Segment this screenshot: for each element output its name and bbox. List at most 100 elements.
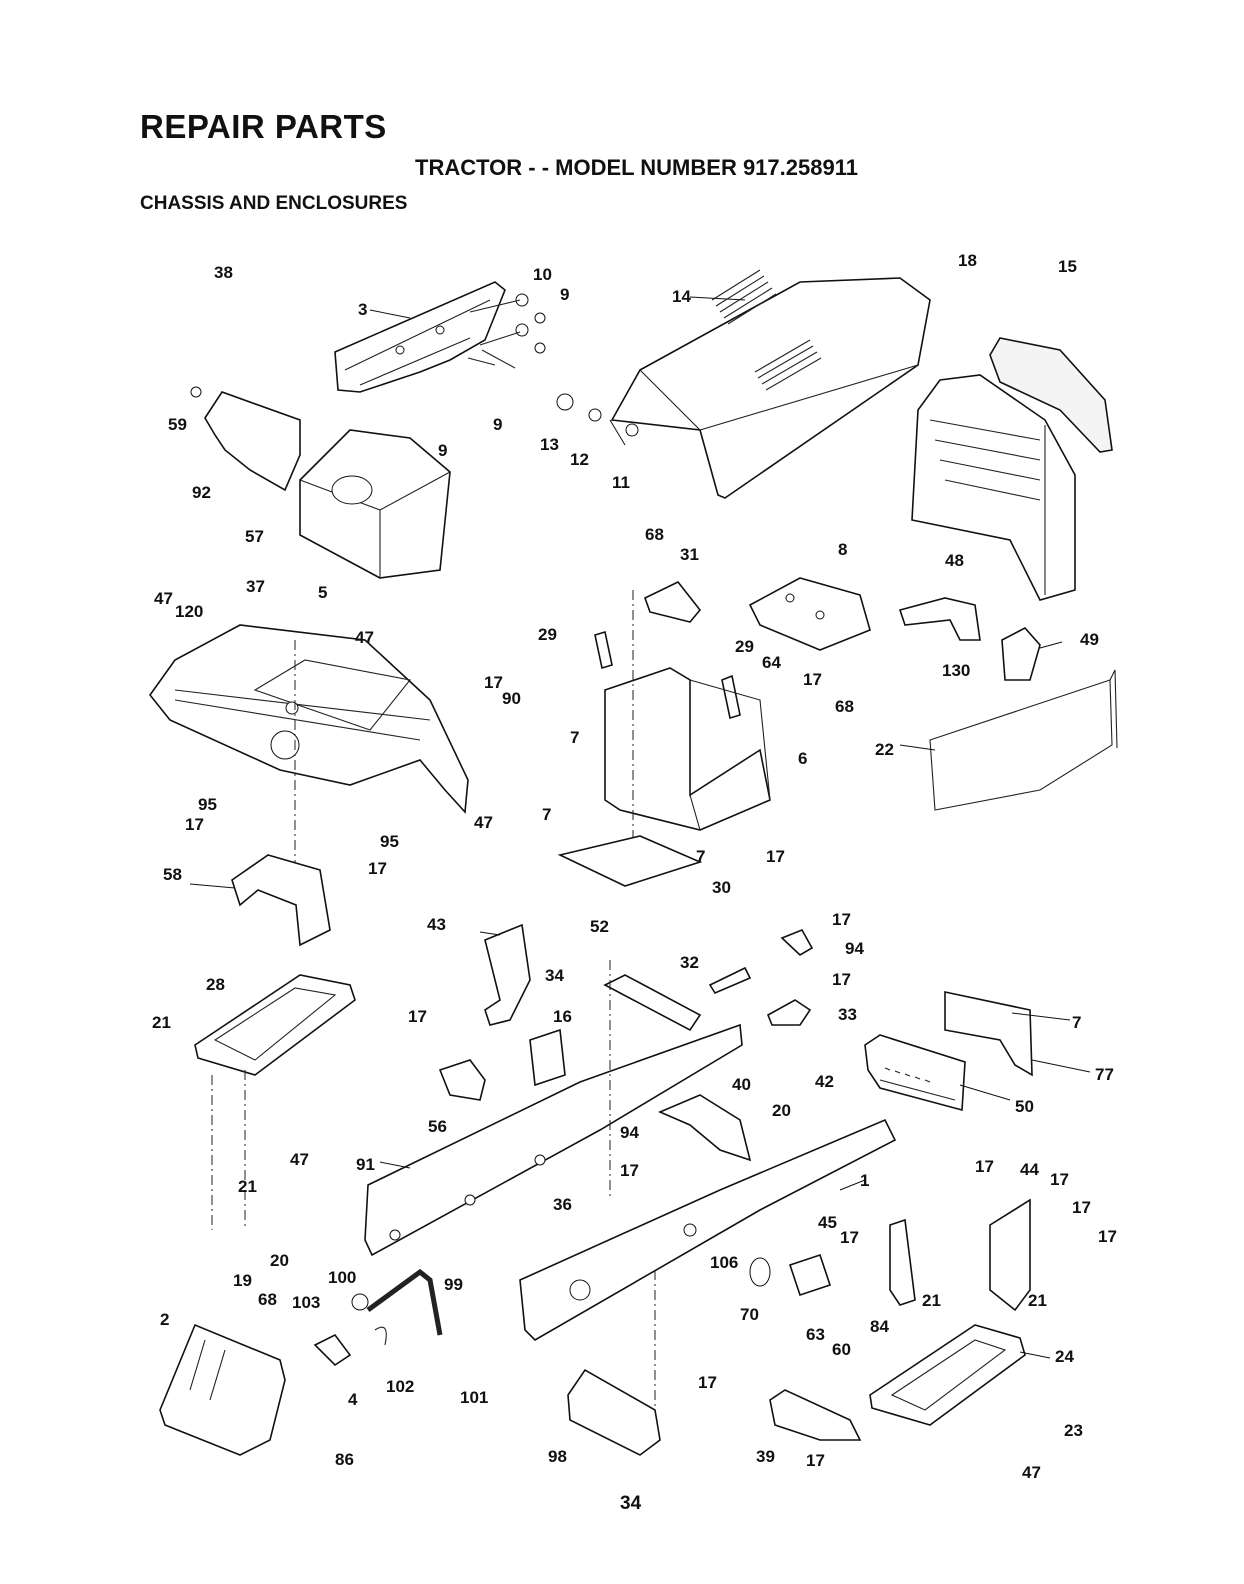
callout: 94 bbox=[845, 939, 864, 958]
callout: 17 bbox=[975, 1157, 994, 1176]
callout: 36 bbox=[553, 1195, 572, 1214]
part-right-frame-rail bbox=[519, 1118, 897, 1341]
callout: 1 bbox=[860, 1171, 869, 1190]
callout: 56 bbox=[428, 1117, 447, 1136]
callout: 94 bbox=[620, 1123, 639, 1142]
callout: 37 bbox=[246, 577, 265, 596]
part-footrest-right bbox=[869, 1324, 1026, 1426]
callout: 86 bbox=[335, 1450, 354, 1469]
callout: 33 bbox=[838, 1005, 857, 1024]
callout: 90 bbox=[502, 689, 521, 708]
callout: 95 bbox=[198, 795, 217, 814]
part-pin-70 bbox=[749, 1257, 771, 1287]
callout: 3 bbox=[358, 300, 367, 319]
part-bracket-44 bbox=[989, 1198, 1031, 1312]
callout: 102 bbox=[386, 1377, 414, 1396]
callout: 58 bbox=[163, 865, 182, 884]
callout: 13 bbox=[540, 435, 559, 454]
part-bracket-48 bbox=[898, 597, 981, 641]
callout: 50 bbox=[1015, 1097, 1034, 1116]
part-bracket-32 bbox=[708, 966, 752, 995]
callout: 70 bbox=[740, 1305, 759, 1324]
callout: 21 bbox=[1028, 1291, 1047, 1310]
callout: 106 bbox=[710, 1253, 738, 1272]
callout: 17 bbox=[620, 1161, 639, 1180]
callout: 17 bbox=[806, 1451, 825, 1470]
part-lever-99 bbox=[366, 1268, 443, 1336]
part-bracket-34 bbox=[603, 974, 702, 1032]
callout: 8 bbox=[838, 540, 847, 559]
callout: 10 bbox=[533, 265, 552, 284]
callout: 99 bbox=[444, 1275, 463, 1294]
callout: 28 bbox=[206, 975, 225, 994]
leader-lines bbox=[189, 296, 1091, 1359]
callout: 11 bbox=[612, 473, 630, 492]
callout: 84 bbox=[870, 1317, 889, 1336]
part-knob-100 bbox=[351, 1293, 369, 1311]
callout: 17 bbox=[1072, 1198, 1091, 1217]
callout: 32 bbox=[680, 953, 699, 972]
callout: 68 bbox=[258, 1290, 277, 1309]
callout: 17 bbox=[408, 1007, 427, 1026]
part-floor-plate bbox=[557, 835, 703, 887]
callout: 59 bbox=[168, 415, 187, 434]
part-bracket-40 bbox=[657, 1094, 752, 1162]
page-number: 34 bbox=[620, 1493, 642, 1514]
part-plate-77 bbox=[944, 991, 1033, 1077]
callout: 17 bbox=[766, 847, 785, 866]
callout: 23 bbox=[1064, 1421, 1083, 1440]
callout: 49 bbox=[1080, 630, 1099, 649]
callout: 12 bbox=[570, 450, 589, 469]
part-side-panel bbox=[929, 669, 1118, 811]
callout: 17 bbox=[803, 670, 822, 689]
part-mount-plate-8 bbox=[748, 577, 871, 651]
callout: 9 bbox=[438, 441, 447, 460]
callout: 17 bbox=[840, 1228, 859, 1247]
callout: 48 bbox=[945, 551, 964, 570]
part-fasteners-9-10 bbox=[467, 293, 546, 369]
callout: 120 bbox=[175, 602, 203, 621]
callout: 42 bbox=[815, 1072, 834, 1091]
callout-labels: 10 9 3 14 18 15 38 59 92 57 5 9 9 13 12 … bbox=[152, 251, 1117, 1482]
callout: 101 bbox=[460, 1388, 488, 1407]
part-fender bbox=[148, 624, 469, 814]
callout: 92 bbox=[192, 483, 211, 502]
callout: 2 bbox=[160, 1310, 169, 1329]
callout: 20 bbox=[270, 1251, 289, 1270]
callout: 40 bbox=[732, 1075, 751, 1094]
part-grille-housing bbox=[911, 374, 1076, 601]
part-console-box bbox=[604, 667, 771, 831]
part-bracket-49 bbox=[1001, 627, 1041, 681]
callout: 63 bbox=[806, 1325, 825, 1344]
callout: 91 bbox=[356, 1155, 375, 1174]
part-hood bbox=[609, 269, 931, 499]
callout: 17 bbox=[1050, 1170, 1069, 1189]
part-bracket-31 bbox=[644, 580, 702, 623]
part-bracket-39 bbox=[769, 1389, 862, 1441]
callout: 130 bbox=[942, 661, 970, 680]
callout: 9 bbox=[560, 285, 569, 304]
callout: 45 bbox=[818, 1213, 837, 1232]
part-front-plate bbox=[159, 1323, 286, 1456]
part-clip-11 bbox=[625, 423, 639, 437]
callout: 47 bbox=[290, 1150, 309, 1169]
callout: 47 bbox=[1022, 1463, 1041, 1482]
callout: 43 bbox=[427, 915, 446, 934]
part-bracket-84 bbox=[889, 1218, 916, 1306]
callout: 17 bbox=[698, 1373, 717, 1392]
part-bracket-50 bbox=[864, 1034, 966, 1112]
part-dash-panel bbox=[334, 281, 506, 393]
callout: 29 bbox=[735, 637, 754, 656]
part-heat-shield-plate bbox=[190, 386, 301, 492]
callout: 21 bbox=[922, 1291, 941, 1310]
callout: 7 bbox=[1072, 1013, 1081, 1032]
callout: 19 bbox=[233, 1271, 252, 1290]
callout: 17 bbox=[484, 673, 503, 692]
callout: 68 bbox=[835, 697, 854, 716]
part-spring-102 bbox=[374, 1326, 387, 1346]
callout: 15 bbox=[1058, 257, 1077, 276]
part-bracket-33 bbox=[766, 999, 812, 1026]
section-heading: CHASSIS AND ENCLOSURES bbox=[140, 193, 408, 214]
callout: 47 bbox=[154, 589, 173, 608]
callout: 29 bbox=[538, 625, 557, 644]
